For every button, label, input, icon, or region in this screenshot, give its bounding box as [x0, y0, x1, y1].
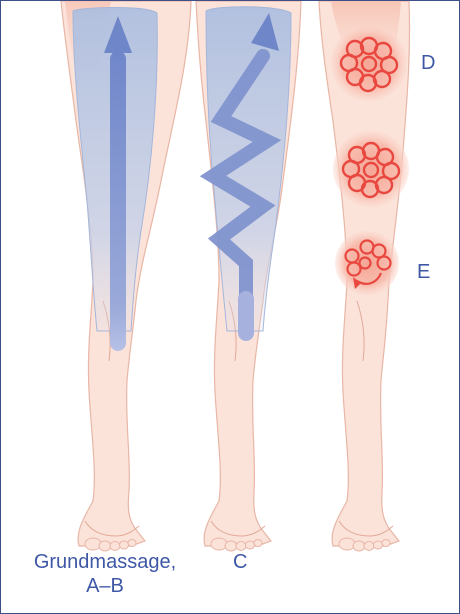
spiral-zone-lower-thigh [333, 131, 409, 207]
caption-left: Grundmassage, A–B [31, 550, 179, 598]
caption-middle: C [233, 550, 247, 574]
label-d: D [421, 51, 435, 75]
caption-left-line2: A–B [31, 574, 179, 598]
leg-1 [61, 1, 191, 551]
spiral-zone-upper-thigh [331, 25, 407, 101]
leg-3 [319, 1, 410, 551]
label-e: E [417, 260, 430, 284]
spiral-zone-knee [335, 231, 399, 295]
caption-left-line1: Grundmassage, [31, 550, 179, 574]
leg-2 [196, 1, 301, 551]
